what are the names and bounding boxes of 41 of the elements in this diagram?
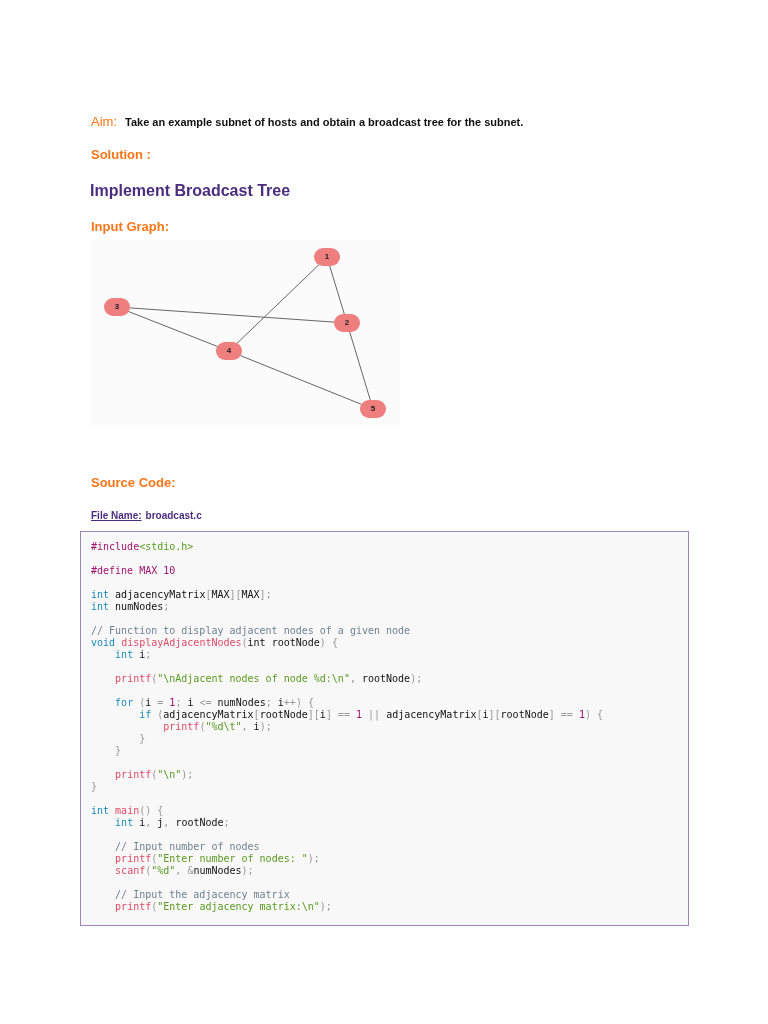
solution-heading: Solution : bbox=[91, 146, 151, 164]
file-name: broadcast.c bbox=[145, 509, 202, 523]
graph-node: 4 bbox=[216, 342, 242, 360]
aim-text: Take an example subnet of hosts and obtain a broadcast tree for the subnet. bbox=[125, 115, 524, 130]
code-line: printf("\nAdjacent nodes of node %d:\n", rootNode); bbox=[114, 673, 423, 685]
code-line: // Input the adjacency matrix bbox=[114, 889, 290, 901]
code-line: // Input number of nodes bbox=[114, 841, 260, 853]
graph-node: 2 bbox=[334, 314, 360, 332]
code-line: int adjacencyMatrix[MAX][MAX]; bbox=[91, 589, 272, 601]
graph-edge bbox=[329, 265, 345, 315]
code-line: #include<stdio.h> bbox=[91, 541, 194, 553]
graph-edge bbox=[129, 307, 335, 323]
code-line: int main() { bbox=[91, 805, 164, 817]
code-line: } bbox=[91, 781, 98, 793]
title: Implement Broadcast Tree bbox=[90, 181, 291, 201]
aim-label: Aim: bbox=[91, 113, 117, 131]
file-name-label: File Name: bbox=[91, 509, 142, 523]
code-line: if (adjacencyMatrix[rootNode][i] == 1 || adjacencyMatrix[i][rootNode] == 1) { bbox=[138, 709, 603, 721]
graph-edge bbox=[349, 331, 371, 401]
code-line: // Function to display adjacent nodes of a given node bbox=[91, 625, 411, 637]
code-line: printf("\n"); bbox=[114, 769, 194, 781]
code-line: void displayAdjacentNodes(int rootNode) { bbox=[91, 637, 338, 649]
code-line: printf("Enter adjacency matrix:\n"); bbox=[114, 901, 332, 913]
code-line: scanf("%d", &numNodes); bbox=[114, 865, 254, 877]
code-line: int i; bbox=[114, 649, 152, 661]
code-line: int numNodes; bbox=[91, 601, 170, 613]
graph-node: 5 bbox=[360, 400, 386, 418]
code-line: printf("%d\t", i); bbox=[162, 721, 272, 733]
graph-node: 1 bbox=[314, 248, 340, 266]
code-line: for (i = 1; i <= numNodes; i++) { bbox=[114, 697, 314, 709]
code-line: int i, j, rootNode; bbox=[114, 817, 230, 829]
code-line: #define MAX 10 bbox=[91, 565, 176, 577]
code-line: printf("Enter number of nodes: "); bbox=[114, 853, 320, 865]
graph-edge bbox=[239, 355, 363, 405]
graph-edge bbox=[127, 310, 219, 348]
code-line: } bbox=[114, 745, 122, 757]
source-code-heading: Source Code: bbox=[91, 474, 176, 492]
graph-edge bbox=[236, 263, 320, 345]
graph-node: 3 bbox=[104, 298, 130, 316]
input-graph-heading: Input Graph: bbox=[91, 218, 169, 236]
code-line: } bbox=[138, 733, 146, 745]
